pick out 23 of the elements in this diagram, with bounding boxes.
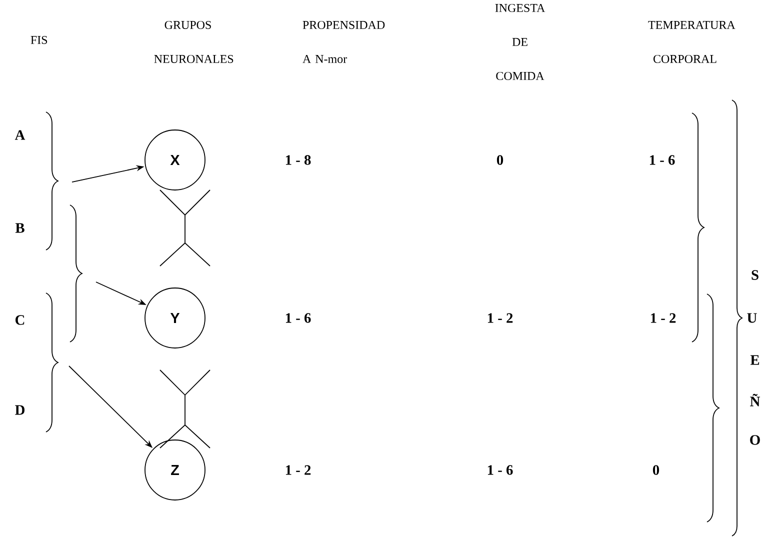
letter-label: O: [750, 435, 760, 445]
letter-label: E: [750, 355, 760, 365]
column-header: GRUPOS NEURONALES: [154, 20, 234, 64]
column-header: INGESTA DE COMIDA: [495, 4, 546, 80]
letter-label: C: [16, 315, 24, 325]
column-header: TEMPERATURA CORPORAL: [648, 20, 736, 64]
table-value: 0: [652, 465, 660, 475]
column-header: PROPENSIDAD A N-mor: [302, 20, 385, 64]
column-header: FIS: [30, 36, 48, 44]
table-value: 0: [496, 155, 504, 165]
table-value: 1 - 8: [286, 155, 311, 165]
table-value: 1 - 6: [650, 155, 675, 165]
table-value: 1 - 6: [286, 313, 311, 323]
letter-label: U: [747, 313, 757, 323]
letter-label: B: [15, 223, 24, 233]
letter-label: A: [14, 130, 26, 140]
letter-label: S: [752, 270, 758, 280]
table-value: 1 - 2: [286, 465, 311, 475]
table-value: 1 - 2: [650, 313, 676, 323]
letter-label: D: [15, 405, 24, 415]
letter-label: Ñ: [750, 394, 760, 406]
table-value: 1 - 6: [488, 465, 513, 475]
table-value: 1 - 2: [488, 313, 513, 323]
